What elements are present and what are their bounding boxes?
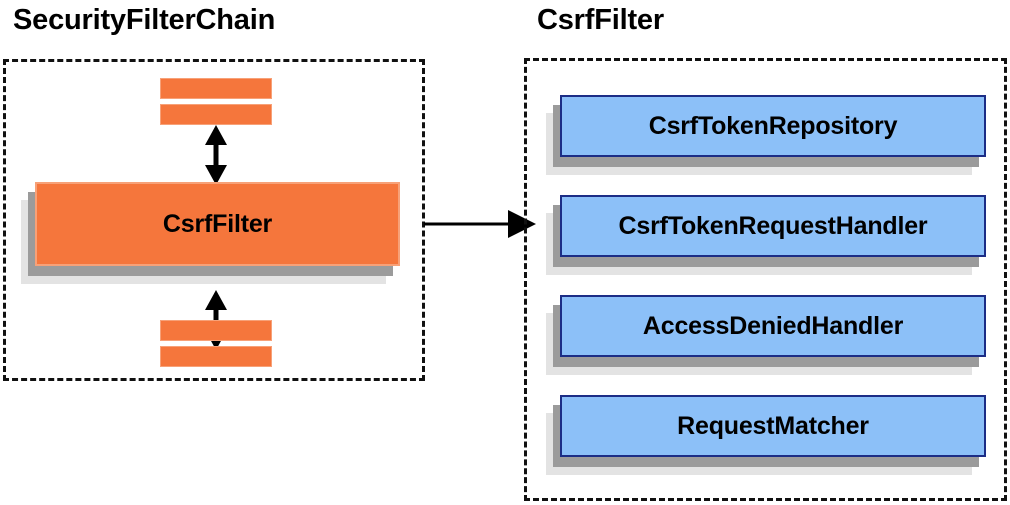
csrf-filter-node[interactable]: CsrfFilter xyxy=(35,182,400,266)
collaborator-request-matcher[interactable]: RequestMatcher xyxy=(560,395,986,457)
filter-bar-1 xyxy=(160,78,272,99)
collaborator-csrf-token-request-handler[interactable]: CsrfTokenRequestHandler xyxy=(560,195,986,257)
csrf-filter-detail-panel xyxy=(524,58,1007,501)
filter-bar-3 xyxy=(160,320,272,341)
top-double-arrow-icon xyxy=(205,125,227,185)
expansion-arrow-icon xyxy=(424,210,536,238)
filter-bar-4 xyxy=(160,346,272,367)
collaborator-access-denied-handler[interactable]: AccessDeniedHandler xyxy=(560,295,986,357)
security-filter-chain-panel xyxy=(3,59,425,381)
collaborator-csrf-token-repository[interactable]: CsrfTokenRepository xyxy=(560,95,986,157)
filter-bar-2 xyxy=(160,104,272,125)
left-panel-title: SecurityFilterChain xyxy=(13,4,276,36)
right-panel-title: CsrfFilter xyxy=(537,4,664,36)
